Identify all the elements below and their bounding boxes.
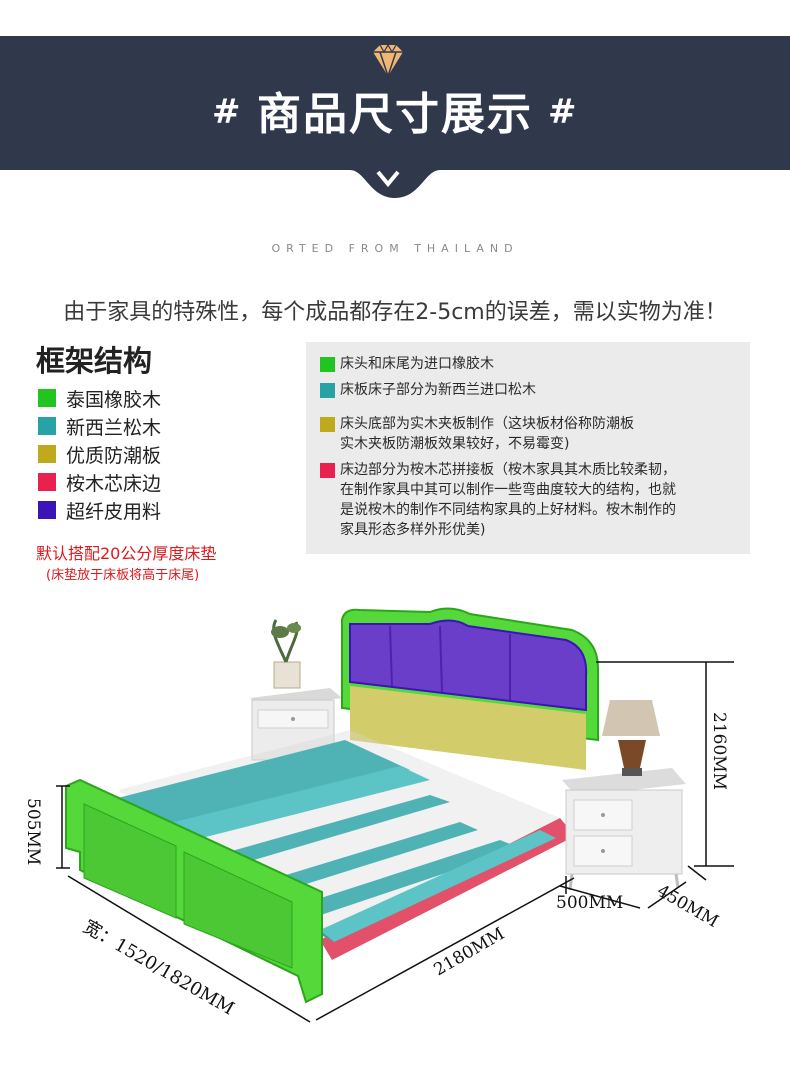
note-text: 床头和床尾为进口橡胶木 [340, 356, 494, 372]
hash-left: # [212, 92, 241, 132]
page-title: 商品尺寸展示 [257, 89, 533, 140]
note-swatch [320, 383, 335, 398]
legend-swatch [38, 417, 56, 435]
legend-item: 泰国橡胶木 [38, 384, 161, 412]
mattress-subnote: (床垫放于床板将高于床尾) [46, 568, 200, 583]
footboard [65, 778, 323, 1004]
note-item: 床头和床尾为进口橡胶木 [320, 354, 494, 374]
dimension-nightstand-width: 500MM [556, 893, 623, 913]
dimension-length: 2180MM [431, 924, 509, 980]
left-nightstand [250, 619, 342, 761]
banner-background [0, 36, 790, 198]
chevron-down-icon [376, 170, 400, 188]
note-text: 床头底部为实木夹板制作（这块板材俗称防潮板 实木夹板防潮板效果较好，不易霉变) [340, 416, 634, 452]
legend-swatch [38, 501, 56, 519]
legend-label: 超纤皮用料 [66, 500, 162, 523]
legend-label: 新西兰松木 [66, 416, 162, 439]
dimension-headboard-height: 2160MM [709, 712, 729, 790]
note-swatch [320, 417, 335, 432]
dimension-lines [56, 661, 734, 1023]
legend-label: 桉木芯床边 [66, 472, 162, 495]
note-item: 床边部分为桉木芯拼接板（桉木家具其木质比较柔韧， 在制作家具中其可以制作一些弯曲… [320, 460, 676, 540]
legend-swatch [38, 473, 56, 491]
note-swatch [320, 357, 335, 372]
note-text: 床边部分为桉木芯拼接板（桉木家具其木质比较柔韧， 在制作家具中其可以制作一些弯曲… [340, 462, 676, 538]
material-notes-panel: 床头和床尾为进口橡胶木 床板床子部分为新西兰进口松木 床头底部为实木夹板制作（这… [306, 342, 750, 554]
dimension-footboard-height: 505MM [23, 798, 43, 865]
headboard [341, 607, 599, 770]
note-swatch [320, 463, 335, 478]
material-legend: 泰国橡胶木 新西兰松木 优质防潮板 桉木芯床边 超纤皮用料 [38, 384, 161, 524]
subtitle: ORTED FROM THAILAND [271, 242, 519, 255]
note-item: 床板床子部分为新西兰进口松木 [320, 380, 536, 400]
note-item: 床头底部为实木夹板制作（这块板材俗称防潮板 实木夹板防潮板效果较好，不易霉变) [320, 414, 634, 454]
legend-label: 优质防潮板 [66, 444, 162, 467]
frame-structure-title: 框架结构 [36, 344, 153, 378]
legend-label: 泰国橡胶木 [66, 388, 162, 411]
legend-item: 超纤皮用料 [38, 496, 161, 524]
tolerance-notice: 由于家具的特殊性，每个成品都存在2-5cm的误差，需以实物为准！ [63, 300, 727, 325]
diamond-icon [373, 43, 403, 79]
legend-item: 新西兰松木 [38, 412, 161, 440]
legend-item: 桉木芯床边 [38, 468, 161, 496]
legend-swatch [38, 389, 56, 407]
legend-item: 优质防潮板 [38, 440, 161, 468]
right-nightstand [562, 700, 686, 891]
mattress-note: 默认搭配20公分厚度床垫 [36, 544, 217, 563]
bed-illustration: 2160MM 505MM 500MM 450MM 2180MM 宽：1520/1… [0, 590, 790, 1070]
hash-right: # [548, 92, 577, 132]
legend-swatch [38, 445, 56, 463]
dimension-nightstand-depth: 450MM [654, 881, 722, 932]
note-text: 床板床子部分为新西兰进口松木 [340, 382, 536, 398]
